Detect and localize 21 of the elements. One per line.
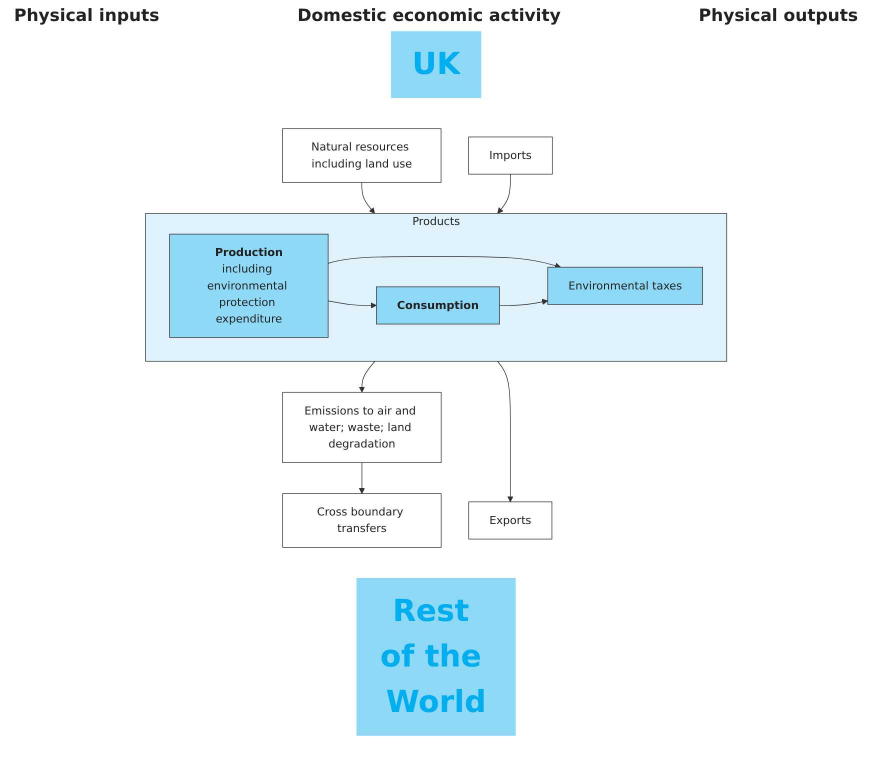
node-box: Emissions to air and water; waste; land degradation: [282, 392, 442, 463]
arrow: [361, 182, 375, 214]
node-box: Cross boundary transfers: [282, 493, 442, 548]
column-heading: Domestic economic activity: [297, 6, 561, 26]
node-box: Production including environmental protection expenditure: [169, 234, 328, 338]
arrow: [358, 360, 375, 393]
node-box: Exports: [468, 502, 552, 540]
arrow: [328, 256, 561, 269]
node-box: Consumption: [376, 286, 500, 324]
column-heading: Physical outputs: [698, 6, 858, 26]
arrow: [496, 360, 514, 502]
node-box: Imports: [468, 136, 552, 175]
arrow: [499, 298, 548, 306]
node-box: UK: [390, 31, 482, 98]
node-box: Rest of the World: [356, 578, 516, 736]
column-heading: Physical inputs: [14, 6, 160, 26]
arrow: [328, 300, 376, 308]
arrow: [497, 174, 511, 214]
node-box: Natural resources including land use: [282, 128, 442, 183]
node-box: Environmental taxes: [547, 266, 703, 305]
arrow: [358, 462, 365, 494]
